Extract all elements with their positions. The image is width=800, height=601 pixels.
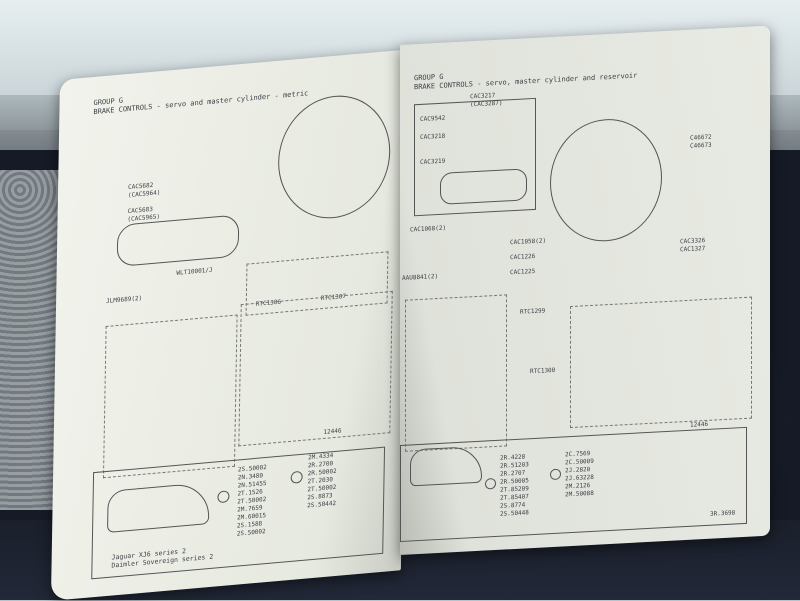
parts-column-2: 2C.7569 2C.50009 2J.2820 2J.63228 2M.212… <box>565 450 594 500</box>
parts-column-1: 2S.50002 2N.3480 2N.51455 2T.1526 2T.500… <box>237 464 267 539</box>
callout-label: 12446 <box>690 420 709 429</box>
callout-label: CAC1225 <box>510 267 536 277</box>
callout-label: CAC3326 <box>680 237 706 246</box>
callout-label: RTC1299 <box>520 307 546 316</box>
left-page: GROUP G BRAKE CONTROLS - servo and maste… <box>50 49 410 601</box>
repair-kit-frame-2 <box>238 290 393 447</box>
reservoir-drawing <box>440 168 527 205</box>
callout-label: (CAC5964) <box>127 189 161 200</box>
callout-label: CAC1068(2) <box>410 224 447 234</box>
callout-label: C46672 <box>690 133 712 142</box>
right-page-header: GROUP G BRAKE CONTROLS - servo, master c… <box>414 63 637 93</box>
open-parts-manual: GROUP G BRAKE CONTROLS - servo and maste… <box>50 25 770 601</box>
page-reference: 3R.3698 <box>710 509 736 518</box>
repair-kit-frame-1 <box>102 314 238 479</box>
car-illustration <box>107 481 210 533</box>
left-page-header: GROUP G BRAKE CONTROLS - servo and maste… <box>93 80 308 117</box>
servo-drawing <box>277 90 392 223</box>
callout-label: CAC9542 <box>420 114 446 123</box>
callout-label: JLM9689(2) <box>105 294 143 306</box>
right-page: GROUP G BRAKE CONTROLS - servo, master c… <box>400 25 770 555</box>
repair-kit-frame-1 <box>405 294 507 452</box>
callout-label: CAC3219 <box>420 157 446 166</box>
callout-label: CAC1327 <box>680 245 706 254</box>
callout-label: AAU8841(2) <box>402 273 439 282</box>
parts-column-2: 2M.4334 2R.2700 2R.50002 2T.2030 2T.5000… <box>307 452 337 511</box>
callout-label: WLT10001/J <box>176 266 213 277</box>
callout-label: CAC3217 <box>470 92 496 101</box>
callout-label: CAC1058(2) <box>510 237 547 247</box>
part-number: 2M.50088 <box>565 489 594 499</box>
servo-drawing <box>550 116 662 245</box>
part-number: 2S.50448 <box>500 509 529 518</box>
callout-label: CAC3218 <box>420 132 446 141</box>
repair-kit-frame-2 <box>570 296 752 429</box>
callout-label: RTC1300 <box>530 366 556 376</box>
callout-label: C46673 <box>690 141 712 150</box>
callout-label: CAC1226 <box>510 252 536 262</box>
parts-column-1: 2R.4228 2R.51203 2R.2707 2R.50005 2T.852… <box>500 453 529 519</box>
